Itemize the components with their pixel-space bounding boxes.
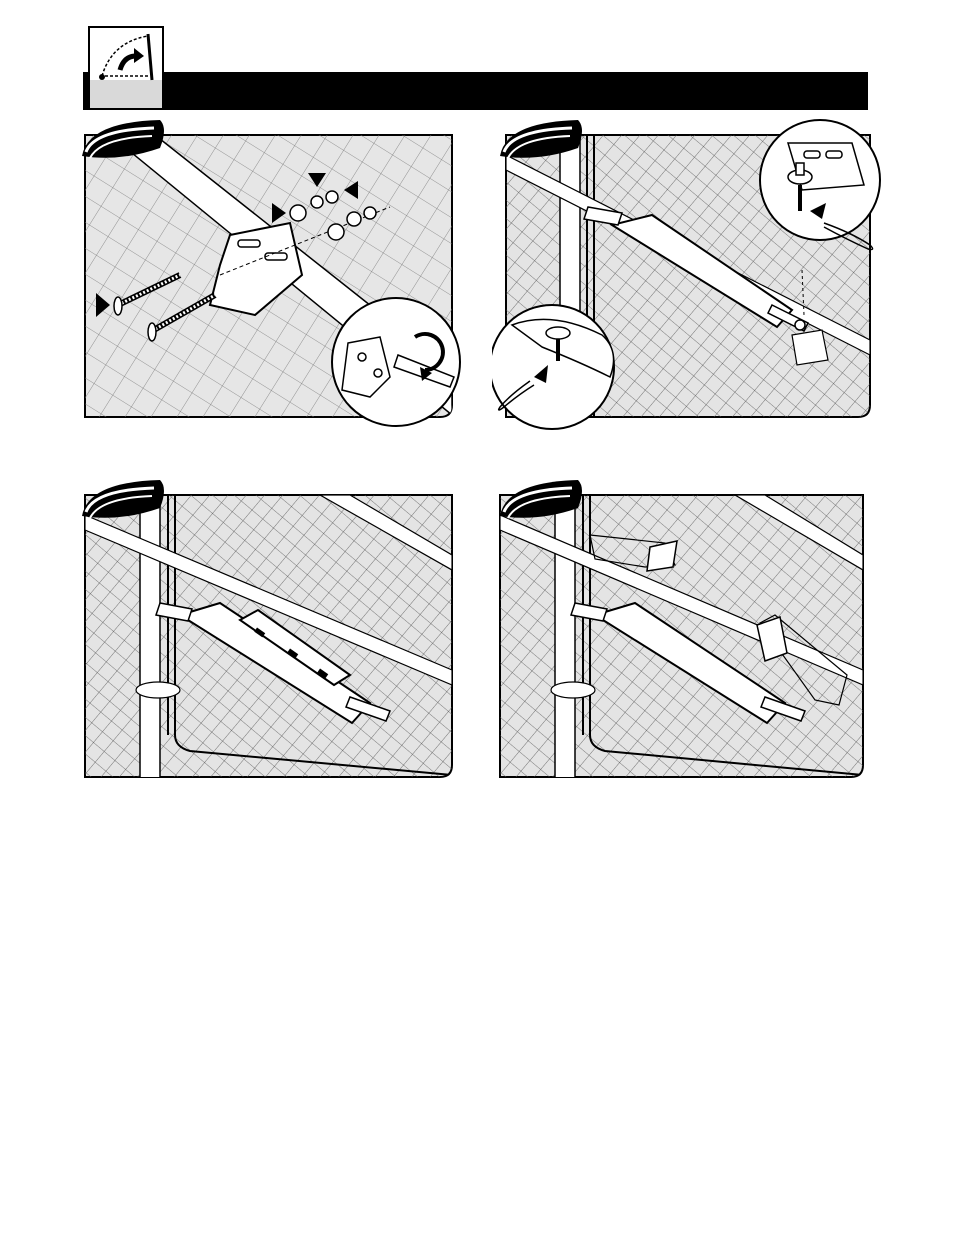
inset-wrench-detail xyxy=(332,298,460,426)
step-badge-3 xyxy=(80,478,170,531)
section-header-bar xyxy=(83,72,868,110)
step-badge-1 xyxy=(80,118,170,171)
step-badge-4 xyxy=(498,478,588,531)
swing-gate-open-icon xyxy=(88,26,164,110)
inset-pin-detail-bottom xyxy=(492,305,614,429)
step-badge-2 xyxy=(498,118,588,171)
